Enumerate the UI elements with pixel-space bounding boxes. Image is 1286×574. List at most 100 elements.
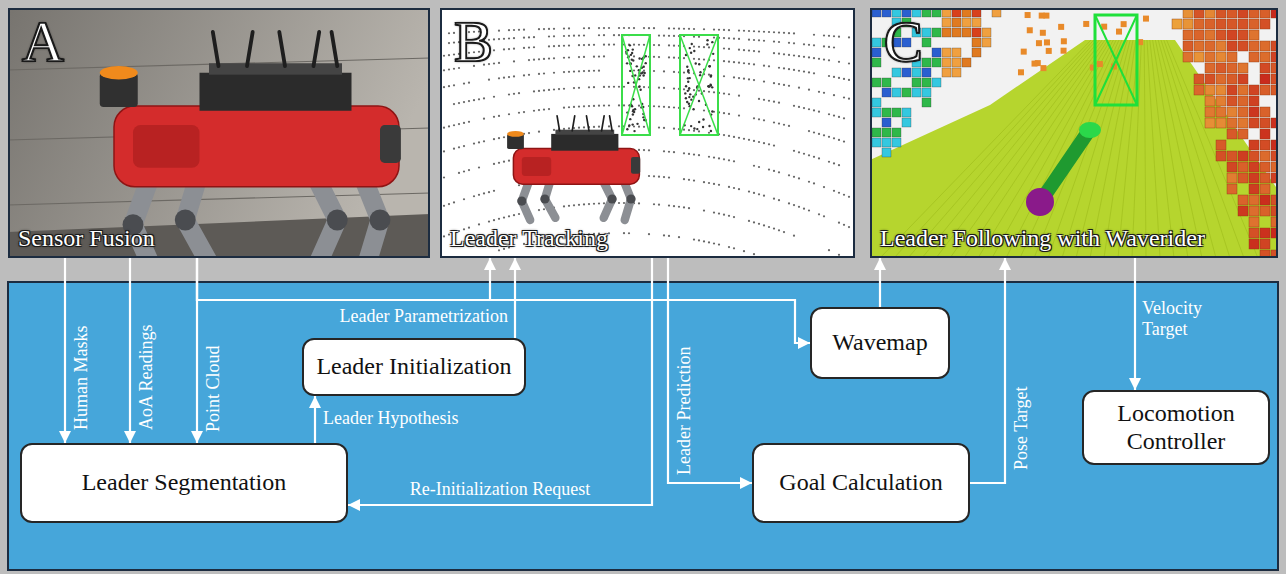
lidar-point xyxy=(773,228,775,230)
lidar-point xyxy=(598,202,600,204)
lidar-point xyxy=(448,233,450,235)
lidar-point xyxy=(633,125,635,127)
person-point xyxy=(685,85,687,87)
voxel-grid xyxy=(1006,40,1116,258)
lidar-point xyxy=(688,28,690,30)
voxel-grid xyxy=(922,40,1099,258)
wall-voxel xyxy=(1249,206,1259,216)
lidar-point xyxy=(738,77,740,79)
obstacle-voxel xyxy=(972,28,981,37)
lidar-point xyxy=(748,139,750,141)
lidar-point xyxy=(708,156,710,158)
lidar-point xyxy=(693,130,695,132)
voxel-grid xyxy=(1153,40,1188,258)
lidar-point xyxy=(733,247,735,249)
lidar-point xyxy=(778,199,780,201)
lidar-point xyxy=(763,195,765,197)
lidar-point xyxy=(718,29,720,31)
voxel-grid xyxy=(908,40,1097,258)
lidar-point xyxy=(793,176,795,178)
lidar-point xyxy=(668,56,670,58)
lidar-point xyxy=(598,105,600,107)
voxel-grid xyxy=(894,40,1094,258)
lidar-point xyxy=(578,44,580,46)
robot-antenna xyxy=(314,32,320,66)
robot-plate xyxy=(555,130,614,135)
floating-voxel xyxy=(1027,27,1033,33)
lidar-point xyxy=(513,75,515,77)
lidar-point xyxy=(648,149,650,151)
lidar-point xyxy=(778,123,780,125)
lidar-point xyxy=(538,109,540,111)
lidar-point xyxy=(728,29,730,31)
lidar-point xyxy=(778,102,780,104)
wall-voxel xyxy=(1227,118,1237,128)
lidar-point xyxy=(753,30,755,32)
lidar-point xyxy=(758,193,760,195)
lidar-point xyxy=(623,104,625,106)
obstacle-voxel xyxy=(882,128,891,137)
lidar-point xyxy=(618,125,620,127)
lidar-point xyxy=(813,57,815,59)
lidar-point xyxy=(468,169,470,171)
person-point xyxy=(693,127,695,129)
lidar-point xyxy=(588,27,590,29)
wall-voxel xyxy=(1260,239,1270,249)
lidar-point xyxy=(603,86,605,88)
lidar-point xyxy=(563,45,565,47)
person-point xyxy=(709,65,711,67)
person-point xyxy=(630,54,632,56)
lidar-point xyxy=(543,208,545,210)
lidar-point xyxy=(808,209,810,211)
wall-voxel xyxy=(1238,195,1248,205)
voxel-grid xyxy=(1144,40,1146,258)
lidar-point xyxy=(753,39,755,41)
lidar-point xyxy=(698,239,700,241)
lidar-point xyxy=(578,106,580,108)
lidar-point xyxy=(678,236,680,238)
person-point xyxy=(698,121,700,123)
wall xyxy=(8,8,430,258)
obstacle-voxel xyxy=(972,18,981,27)
lidar-point xyxy=(778,53,780,55)
lidar-point xyxy=(688,179,690,181)
lidar-point xyxy=(593,203,595,205)
lidar-point xyxy=(813,156,815,158)
connector-arrow xyxy=(197,258,490,300)
lidar-point xyxy=(578,204,580,206)
person-point xyxy=(643,66,645,68)
lidar-point xyxy=(453,124,455,126)
lidar-point xyxy=(813,34,815,36)
lidar-point xyxy=(608,104,610,106)
lidar-point xyxy=(823,92,825,94)
person-point xyxy=(708,85,710,87)
lidar-point xyxy=(708,182,710,184)
lidar-point xyxy=(668,35,670,37)
lidar-point xyxy=(443,176,445,178)
lidar-point xyxy=(788,202,790,204)
wall-voxel xyxy=(1227,129,1237,139)
obstacle-voxel xyxy=(942,28,951,37)
lidar-point xyxy=(728,61,730,63)
lidar-point xyxy=(583,70,585,72)
obstacle-voxel xyxy=(922,78,931,87)
lidar-point xyxy=(578,56,580,58)
lidar-point xyxy=(553,57,555,59)
lidar-point xyxy=(443,55,445,57)
person-point xyxy=(629,118,631,120)
obstacle-voxel xyxy=(962,58,971,67)
floating-voxel xyxy=(1021,49,1027,55)
lidar-point xyxy=(823,186,825,188)
lidar-point xyxy=(708,132,710,134)
lidar-point xyxy=(693,238,695,240)
obstacle-voxel xyxy=(872,38,881,47)
wall-voxel xyxy=(1249,107,1259,117)
obstacle-voxel xyxy=(872,78,881,87)
person-point xyxy=(634,74,636,76)
lidar-point xyxy=(503,77,505,79)
edge-label: Velocity Target xyxy=(1142,298,1222,339)
obstacle-voxel xyxy=(872,108,881,117)
voxel-grid xyxy=(950,40,1105,258)
person-point xyxy=(708,65,710,67)
person-point xyxy=(640,72,642,74)
